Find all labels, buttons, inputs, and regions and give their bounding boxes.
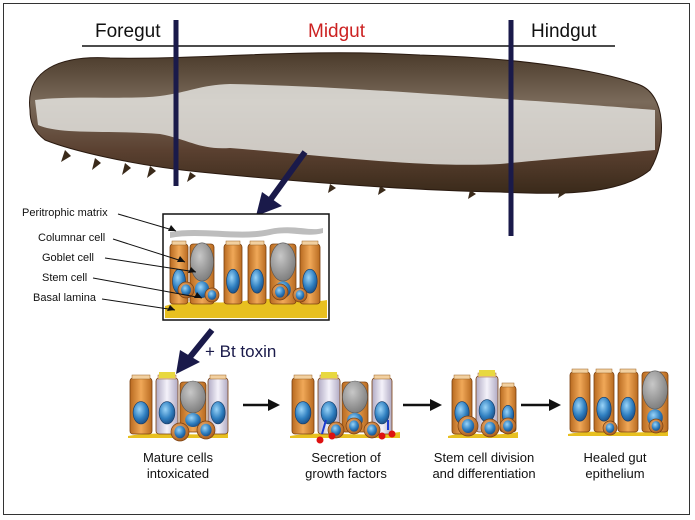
panel-healed	[568, 368, 669, 436]
stem-cell-label: Stem cell	[42, 272, 88, 284]
nucleus	[374, 401, 390, 425]
peritrophic-matrix-layer	[170, 227, 323, 238]
panel-intoxicated	[128, 372, 229, 442]
stem-nucleus	[181, 284, 191, 296]
stem-nucleus	[275, 286, 285, 298]
zoom-arrow	[256, 150, 308, 216]
nucleus	[478, 399, 496, 423]
nucleus	[620, 396, 636, 422]
region-lines	[82, 20, 615, 236]
microvilli	[373, 374, 391, 380]
growth-factor	[388, 430, 396, 438]
stem-nucleus	[331, 424, 341, 436]
nucleus	[302, 268, 318, 294]
stem-nucleus	[503, 420, 513, 432]
foregut-label: Foregut	[95, 21, 161, 42]
nucleus	[132, 401, 150, 425]
nucleus	[226, 268, 240, 294]
bt-toxin-label: + Bt toxin	[205, 342, 277, 361]
nucleus	[185, 413, 201, 427]
stem-nucleus	[651, 421, 661, 431]
microvilli	[301, 240, 319, 246]
secretion-arrow	[321, 419, 327, 435]
microvilli	[293, 374, 313, 380]
goblet-cavity	[342, 380, 368, 414]
growth-factor	[316, 436, 324, 444]
microvilli	[453, 374, 471, 380]
stem-nucleus	[461, 419, 475, 433]
columnar-cell-label: Columnar cell	[38, 232, 106, 244]
basal-lamina-label: Basal lamina	[33, 292, 96, 304]
nucleus	[294, 401, 312, 425]
microvilli	[595, 368, 613, 374]
panel-secretion	[290, 372, 400, 444]
growth-factor	[328, 432, 336, 440]
stem-nucleus	[349, 420, 359, 432]
midgut-label: Midgut	[308, 21, 366, 42]
stem-nucleus	[207, 290, 217, 300]
label-pointers	[92, 213, 203, 311]
nucleus	[572, 396, 588, 422]
nucleus	[596, 396, 612, 422]
nucleus	[320, 401, 338, 425]
microvilli	[249, 240, 265, 246]
toxin-cap	[159, 372, 175, 378]
stem-nucleus	[367, 424, 377, 436]
stem-nucleus	[174, 425, 186, 439]
peritrophic-matrix-label: Peritrophic matrix	[22, 207, 108, 219]
process-arrows	[243, 399, 561, 411]
microvilli	[619, 368, 637, 374]
nucleus	[158, 401, 176, 425]
basal-lamina	[448, 432, 518, 438]
bt-toxin-arrow	[176, 328, 215, 374]
goblet-cavity	[270, 242, 296, 282]
toxin-cap	[479, 370, 495, 376]
microvilli	[209, 374, 227, 380]
panel-division	[448, 370, 518, 438]
stem-nucleus	[200, 423, 212, 437]
microvilli	[501, 382, 515, 388]
figure-frame	[3, 3, 690, 515]
microvilli	[131, 374, 151, 380]
epithelium-inset	[162, 213, 330, 321]
toxin-cap	[321, 372, 337, 378]
goblet-cavity	[642, 370, 668, 410]
microvilli	[571, 368, 589, 374]
nucleus	[250, 268, 264, 294]
stem-nucleus	[484, 421, 496, 435]
basal-lamina	[568, 430, 668, 436]
goblet-cell-label: Goblet cell	[42, 252, 94, 264]
stem-nucleus	[295, 290, 305, 300]
goblet-cavity	[180, 380, 206, 414]
hindgut-label: Hindgut	[531, 21, 597, 42]
microvilli	[171, 240, 187, 246]
caterpillar	[29, 52, 662, 199]
microvilli	[225, 240, 241, 246]
stem-nucleus	[605, 423, 615, 433]
goblet-cavity	[190, 242, 214, 282]
growth-factor	[378, 432, 386, 440]
nucleus	[210, 401, 226, 425]
